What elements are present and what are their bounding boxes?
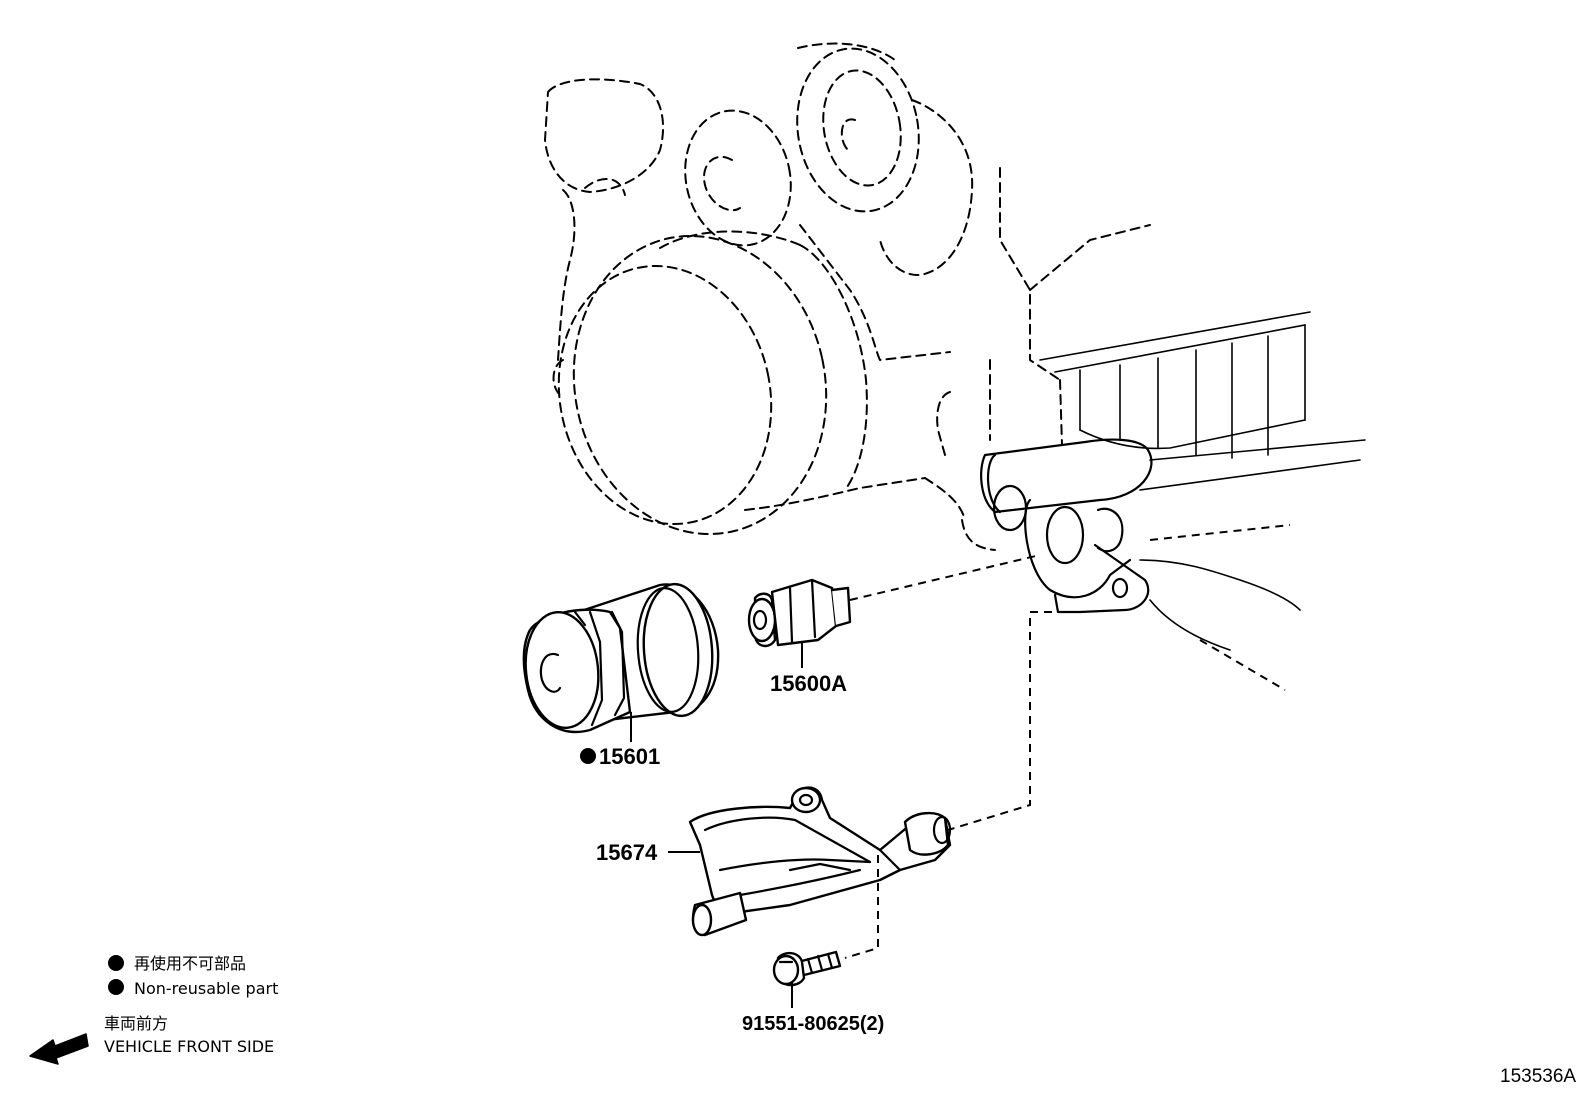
non-reusable-marker [580, 748, 596, 764]
part-label-union: 15600A [770, 671, 847, 696]
legend-non-reusable-en: Non-reusable part [134, 979, 278, 998]
engine-block-phantom [544, 42, 1151, 551]
legend-front-jp: 車両前方 [104, 1014, 168, 1033]
assembly-lines [844, 524, 1291, 959]
oil-pan [1039, 311, 1366, 651]
part-label-bolt: 91551-80625(2) [742, 1013, 884, 1035]
legend-marker-jp [108, 955, 124, 971]
legend-marker-en [108, 979, 124, 995]
legend-front-en: VEHICLE FRONT SIDE [104, 1037, 274, 1056]
filter-boss [980, 438, 1153, 614]
bolt [772, 950, 842, 987]
illustration-reference: 153536A [1500, 1066, 1576, 1087]
legend-non-reusable-jp: 再使用不可部品 [134, 954, 246, 973]
legend: 再使用不可部品 Non-reusable part 車両前方 VEHICLE F… [29, 954, 278, 1065]
front-arrow-icon [29, 1033, 89, 1065]
part-label-oil-filter: 15601 [599, 744, 660, 769]
oil-filter [522, 582, 720, 733]
leader-lines [630, 642, 803, 1008]
oil-filter-union [747, 578, 852, 648]
oil-filter-bracket [688, 786, 952, 937]
part-label-bracket: 15674 [596, 840, 658, 865]
